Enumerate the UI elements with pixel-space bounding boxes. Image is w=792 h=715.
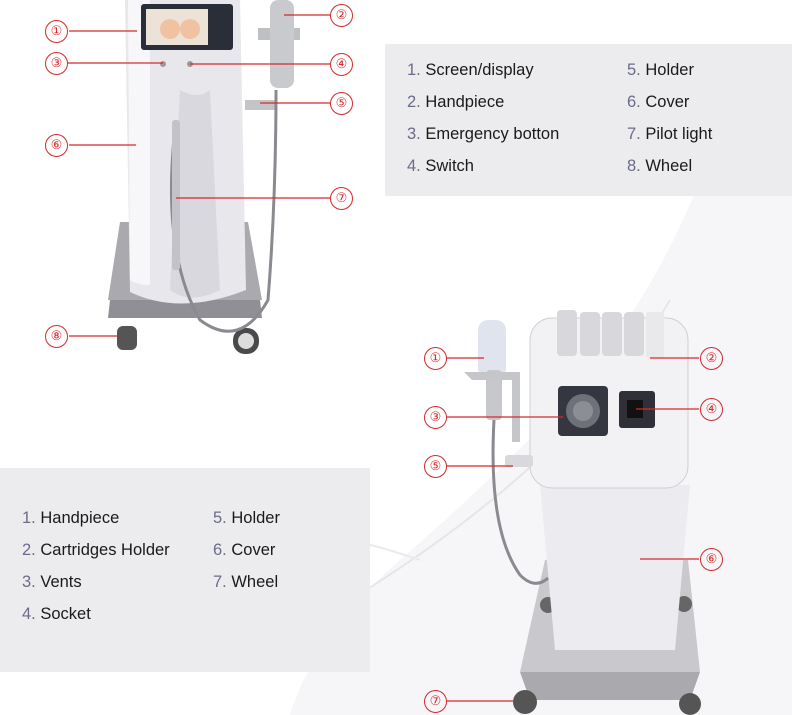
top-callout-5: ⑤ bbox=[330, 92, 353, 115]
bottom-legend-panel bbox=[0, 468, 370, 672]
bottom-callout-3: ③ bbox=[424, 406, 447, 429]
bottom-callout-6: ⑥ bbox=[700, 548, 723, 571]
top-legend-item-7: 7. Pilot light bbox=[627, 125, 713, 143]
top-callout-4: ④ bbox=[330, 53, 353, 76]
top-legend-item-4: 4. Switch bbox=[407, 157, 474, 175]
bottom-legend-item-2: 2. Cartridges Holder bbox=[22, 541, 170, 559]
top-callout-2: ② bbox=[330, 4, 353, 27]
top-legend-item-2: 2. Handpiece bbox=[407, 93, 505, 111]
top-legend-item-1: 1. Screen/display bbox=[407, 61, 534, 79]
top-callout-8: ⑧ bbox=[45, 325, 68, 348]
top-legend-item-8: 8. Wheel bbox=[627, 157, 693, 175]
top-legend-panel bbox=[385, 44, 792, 196]
top-legend-item-3: 3. Emergency botton bbox=[407, 125, 560, 143]
top-legend-item-5: 5. Holder bbox=[627, 61, 694, 79]
top-legend-item-6: 6. Cover bbox=[627, 93, 690, 111]
bottom-callout-7: ⑦ bbox=[424, 690, 447, 713]
bottom-legend-item-7: 7. Wheel bbox=[213, 573, 279, 591]
top-callout-1: ① bbox=[45, 20, 68, 43]
bottom-legend-item-5: 5. Holder bbox=[213, 509, 280, 527]
bottom-callout-5: ⑤ bbox=[424, 455, 447, 478]
bottom-callout-4: ④ bbox=[700, 398, 723, 421]
bottom-legend-item-6: 6. Cover bbox=[213, 541, 276, 559]
bottom-legend-item-4: 4. Socket bbox=[22, 605, 91, 623]
top-callout-6: ⑥ bbox=[45, 134, 68, 157]
bottom-callout-2: ② bbox=[700, 347, 723, 370]
bottom-legend-item-1: 1. Handpiece bbox=[22, 509, 120, 527]
top-callout-7: ⑦ bbox=[330, 187, 353, 210]
top-callout-3: ③ bbox=[45, 52, 68, 75]
bottom-legend-item-3: 3. Vents bbox=[22, 573, 82, 591]
bottom-callout-1: ① bbox=[424, 347, 447, 370]
